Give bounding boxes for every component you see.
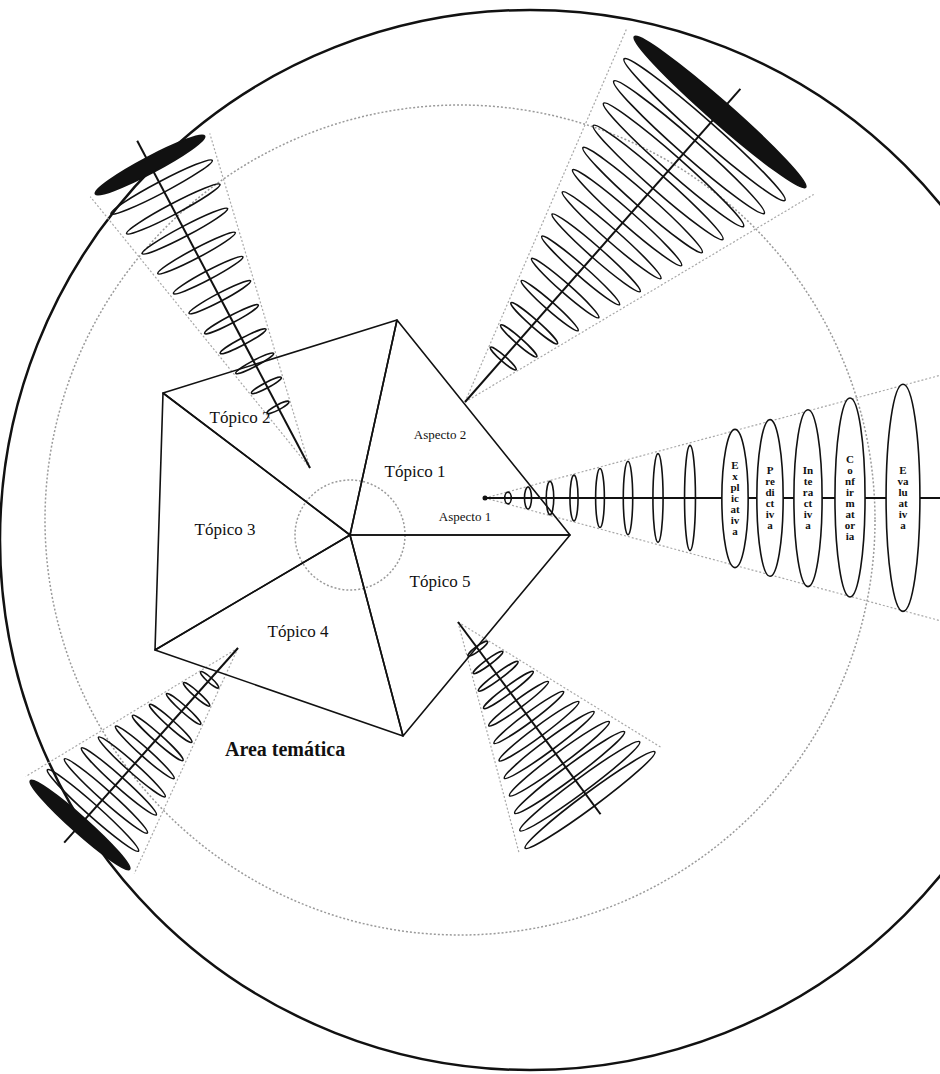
spiral-ellipse xyxy=(78,744,160,819)
topic-name: Tópico 2 xyxy=(210,408,271,428)
spiral-ellipse xyxy=(219,326,268,356)
spiral-ellipse xyxy=(481,669,535,712)
spiral-ellipse xyxy=(524,487,531,509)
dotted-circle xyxy=(45,105,875,935)
level-ellipse: Predictiva xyxy=(756,418,784,578)
aspect-name: Aspecto 2 xyxy=(414,428,466,443)
spiral-ellipse xyxy=(505,492,512,504)
spiral-ellipse xyxy=(130,712,186,763)
axis-dot xyxy=(483,496,488,501)
cone-edge xyxy=(458,622,661,747)
level-ellipse: Evaluativa xyxy=(885,382,921,614)
spiral-ellipse xyxy=(124,180,222,239)
topic-triangle: Tópico 4 xyxy=(155,535,403,736)
topic-triangle: Tópico 1 Aspecto 2 Aspecto 1 xyxy=(350,320,570,535)
cone-edge xyxy=(485,374,940,498)
spiral-ellipse xyxy=(570,475,578,521)
spiral-ellipse xyxy=(491,688,566,747)
spiral-ellipse xyxy=(496,698,582,765)
spiral-cone xyxy=(25,648,238,875)
spiral-ellipse xyxy=(147,702,194,745)
area-label: Area temática xyxy=(225,738,345,760)
levels-cone xyxy=(483,374,940,622)
spiral-ellipse xyxy=(518,277,581,333)
spiral-ellipse xyxy=(528,255,602,321)
ellipse-shape xyxy=(835,398,865,597)
level-ellipse: Confirmatoria xyxy=(834,396,866,599)
aspect-name: Aspecto 1 xyxy=(439,510,491,525)
cone-edge xyxy=(465,194,814,402)
triangle-shape xyxy=(350,320,570,535)
spiral-ellipse xyxy=(685,445,696,550)
spiral-ellipse xyxy=(521,746,660,854)
spiral-ellipse xyxy=(182,681,212,708)
cone-axis xyxy=(64,648,238,843)
spiral-ellipse xyxy=(508,300,559,347)
topic-triangle: Tópico 5 xyxy=(350,535,570,736)
spiral-cone xyxy=(465,29,814,402)
level-name: Interactiva xyxy=(803,465,814,531)
spiral-ellipse xyxy=(95,734,168,801)
cone-edge xyxy=(90,197,310,468)
dark-ellipse xyxy=(92,129,209,201)
triangle-shape xyxy=(163,320,397,535)
spiral-ellipse xyxy=(156,229,238,278)
cone-edge xyxy=(458,622,519,853)
spiral-ellipse xyxy=(234,351,275,376)
outer-circle xyxy=(0,10,940,1070)
spiral-cone xyxy=(458,622,661,854)
topic-name: Tópico 4 xyxy=(268,622,329,642)
topic-triangle: Tópico 2 xyxy=(163,320,397,535)
ellipse-shape xyxy=(794,410,822,587)
spiral-ellipse xyxy=(199,670,220,690)
level-name: Explicativa xyxy=(730,460,741,537)
spiral-ellipse xyxy=(538,232,623,308)
spiral-ellipse xyxy=(164,691,202,726)
spiral-ellipse xyxy=(516,736,644,836)
spiral-ellipse xyxy=(623,461,632,534)
label-anchor: Area temática xyxy=(225,738,345,761)
spiral-ellipse xyxy=(618,52,791,208)
triangle-outline xyxy=(163,320,397,535)
spiral-ellipse xyxy=(558,187,665,283)
topic-triangle: Tópico 3 xyxy=(155,393,350,650)
topic-name: Tópico 3 xyxy=(195,520,256,540)
ellipse-shape xyxy=(886,384,920,611)
triangle-outline xyxy=(350,535,570,736)
ellipse-shape xyxy=(722,429,748,567)
level-name: Evaluativa xyxy=(898,465,909,531)
ellipse-shape xyxy=(757,420,783,577)
spiral-ellipse xyxy=(187,277,252,317)
cone-edge xyxy=(134,648,238,873)
level-name: Confirmatoria xyxy=(845,454,856,542)
spiral-ellipse xyxy=(140,204,230,258)
dark-ellipse xyxy=(627,29,812,196)
topic-name: Tópico 1 xyxy=(385,462,446,482)
cone-edge xyxy=(485,498,940,622)
spiral-ellipse xyxy=(548,210,644,296)
dark-ellipse xyxy=(25,775,135,876)
spiral-ellipse xyxy=(203,302,260,337)
triangle-shape xyxy=(155,393,350,650)
cone-edge xyxy=(210,133,310,468)
spiral-ellipse xyxy=(596,469,605,528)
spiral-ellipse xyxy=(588,120,728,246)
cone-edge xyxy=(465,30,626,402)
spiral-ellipse xyxy=(653,454,663,543)
spiral-ellipse xyxy=(489,345,518,372)
level-ellipse: Interactiva xyxy=(793,408,823,588)
spiral-ellipse xyxy=(171,253,245,297)
triangle-shape xyxy=(155,535,403,736)
cone-axis xyxy=(137,141,310,468)
spiral-cone xyxy=(90,129,310,468)
spiral-ellipse xyxy=(511,727,628,819)
triangle-shape xyxy=(350,535,570,736)
topic-name: Tópico 5 xyxy=(410,572,471,592)
level-ellipse: Explicativa xyxy=(721,428,749,569)
level-name: Predictiva xyxy=(765,465,776,531)
cone-axis xyxy=(458,622,601,814)
spiral-ellipse xyxy=(250,375,282,396)
spiral-ellipse xyxy=(476,659,519,694)
